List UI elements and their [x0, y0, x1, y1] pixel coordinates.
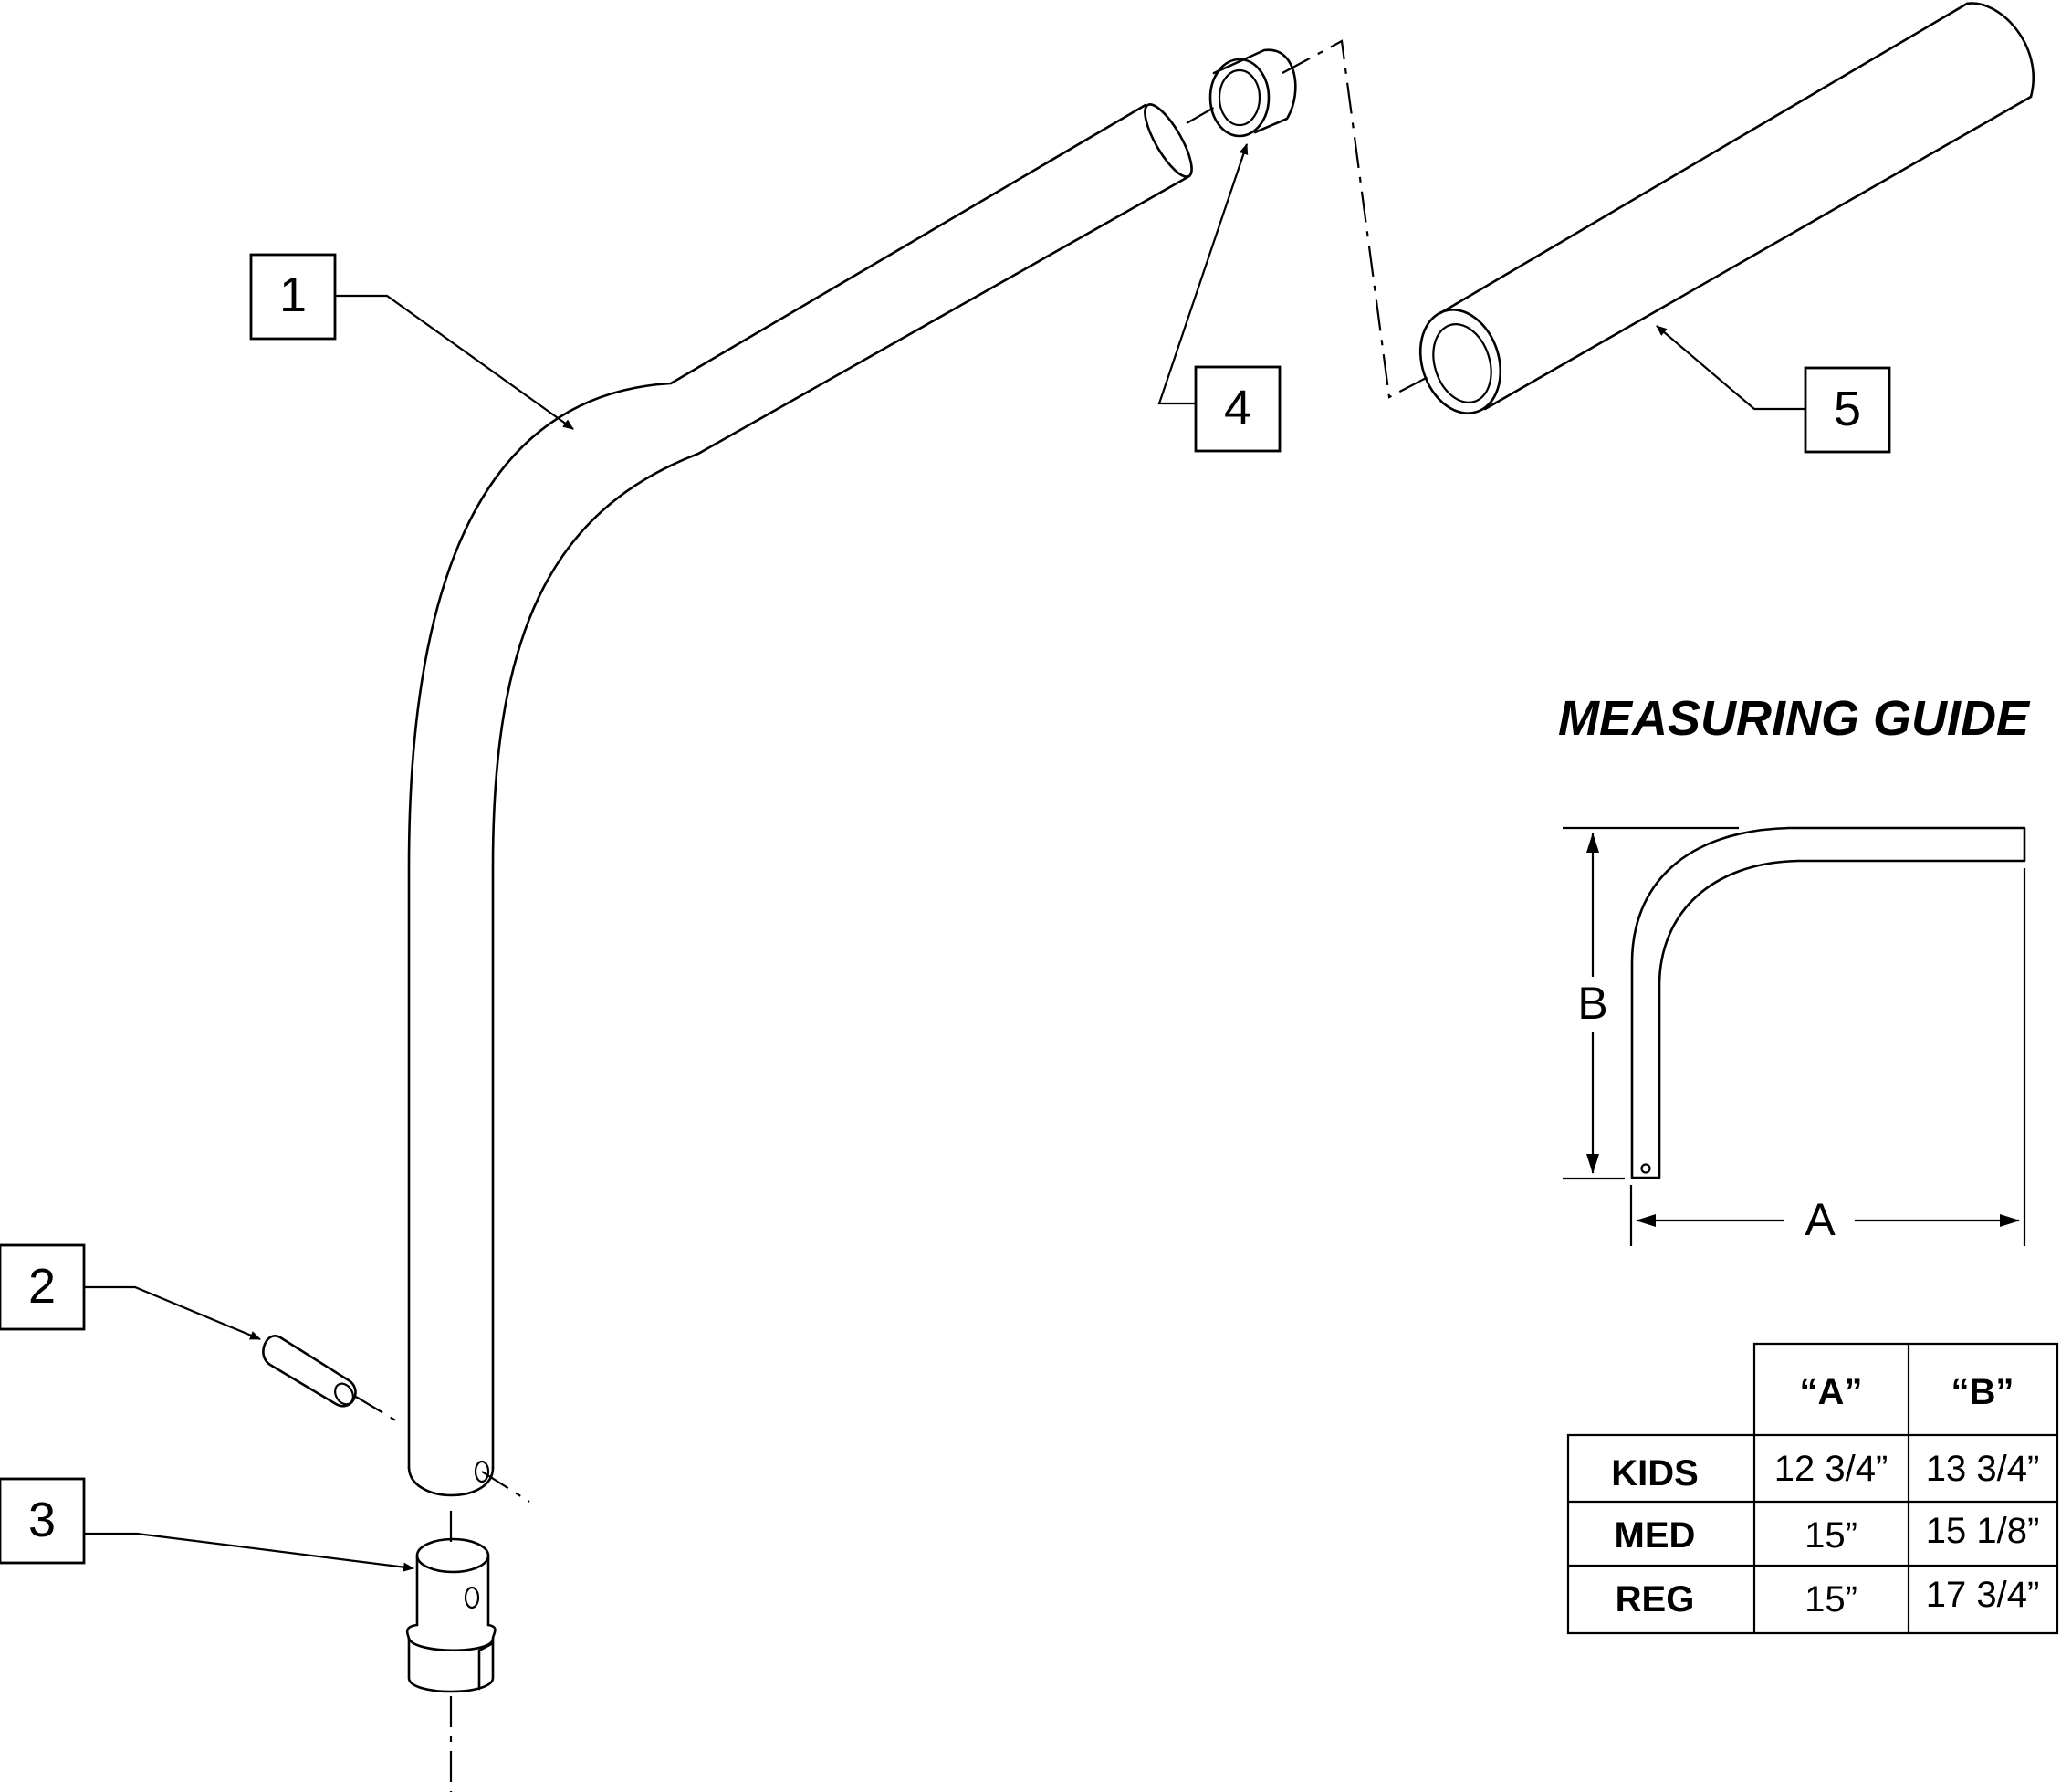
header-b: “B”	[1951, 1372, 2014, 1412]
measuring-guide: MEASURING GUIDE B A	[1558, 691, 2031, 1246]
row-med-a: 15”	[1805, 1515, 1857, 1556]
callout-2: 2	[0, 1243, 86, 1331]
row-kids-a: 12 3/4”	[1774, 1449, 1888, 1489]
measuring-guide-title: MEASURING GUIDE	[1558, 691, 2031, 746]
row-reg-a: 15”	[1805, 1579, 1857, 1619]
guide-tube-outline	[1630, 826, 2026, 1179]
row-reg-label: REG	[1616, 1579, 1695, 1619]
part-2-pin	[262, 1335, 357, 1408]
size-table: “A” “B” KIDS 12 3/4” 13 3/4” MED 15” 15 …	[1566, 1342, 2059, 1635]
part-4-bushing	[1208, 48, 1297, 138]
callout-4: 4	[1194, 365, 1282, 453]
part-1-bent-tube	[407, 103, 1193, 1497]
row-kids-label: KIDS	[1611, 1453, 1699, 1493]
callout-5: 5	[1804, 366, 1891, 454]
row-reg-b: 17 3/4”	[1926, 1575, 2040, 1615]
callout-leaders	[84, 143, 1805, 1572]
callout-3: 3	[0, 1477, 86, 1565]
row-med-label: MED	[1615, 1515, 1696, 1556]
guide-tube-hole	[1640, 1163, 1651, 1174]
dimension-a-label: A	[1805, 1194, 1836, 1245]
part-5-tube	[1418, 2, 2035, 414]
assembly-centerlines	[355, 39, 1434, 1792]
header-a: “A”	[1800, 1372, 1863, 1412]
callout-4-label: 4	[1224, 381, 1251, 435]
dimension-b-label: B	[1577, 978, 1607, 1029]
row-kids-b: 13 3/4”	[1926, 1449, 2040, 1489]
table-grid	[1566, 1342, 2059, 1635]
row-med-b: 15 1/8”	[1926, 1511, 2040, 1551]
callout-1: 1	[249, 253, 337, 341]
part-3-fitting	[405, 1537, 497, 1693]
callout-2-label: 2	[28, 1259, 56, 1314]
callout-5-label: 5	[1834, 382, 1861, 436]
callout-1-label: 1	[279, 267, 307, 322]
callout-3-label: 3	[28, 1493, 56, 1547]
